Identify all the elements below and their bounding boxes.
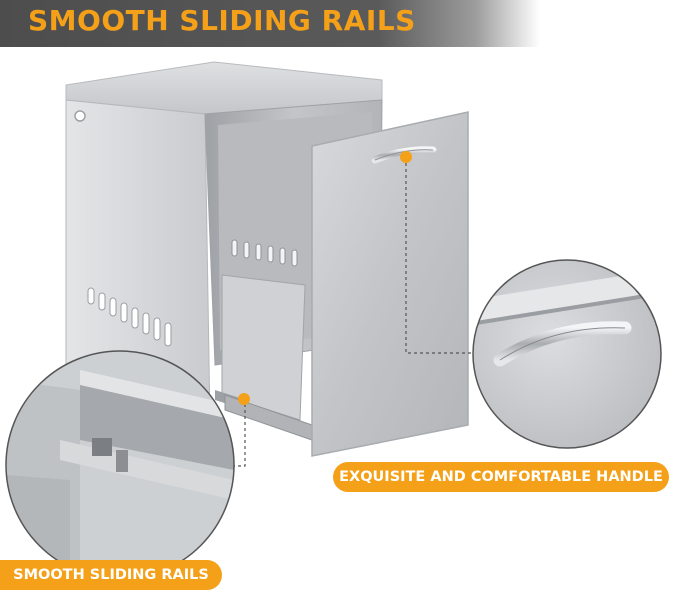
callout-lines [232,163,478,467]
header-title: SMOOTH SLIDING RAILS [28,4,416,37]
header-banner: SMOOTH SLIDING RAILS [0,0,540,47]
rails-feature-label: SMOOTH SLIDING RAILS [0,560,222,590]
rail-zoom-circle [5,350,235,580]
rail-marker-dot [238,393,250,405]
handle-zoom-circle [472,259,662,449]
handle-marker-dot [400,151,412,163]
drawer-door [311,111,469,457]
mounting-hole-icon [74,110,86,122]
handle-feature-label: EXQUISITE AND COMFORTABLE HANDLE [333,462,669,492]
